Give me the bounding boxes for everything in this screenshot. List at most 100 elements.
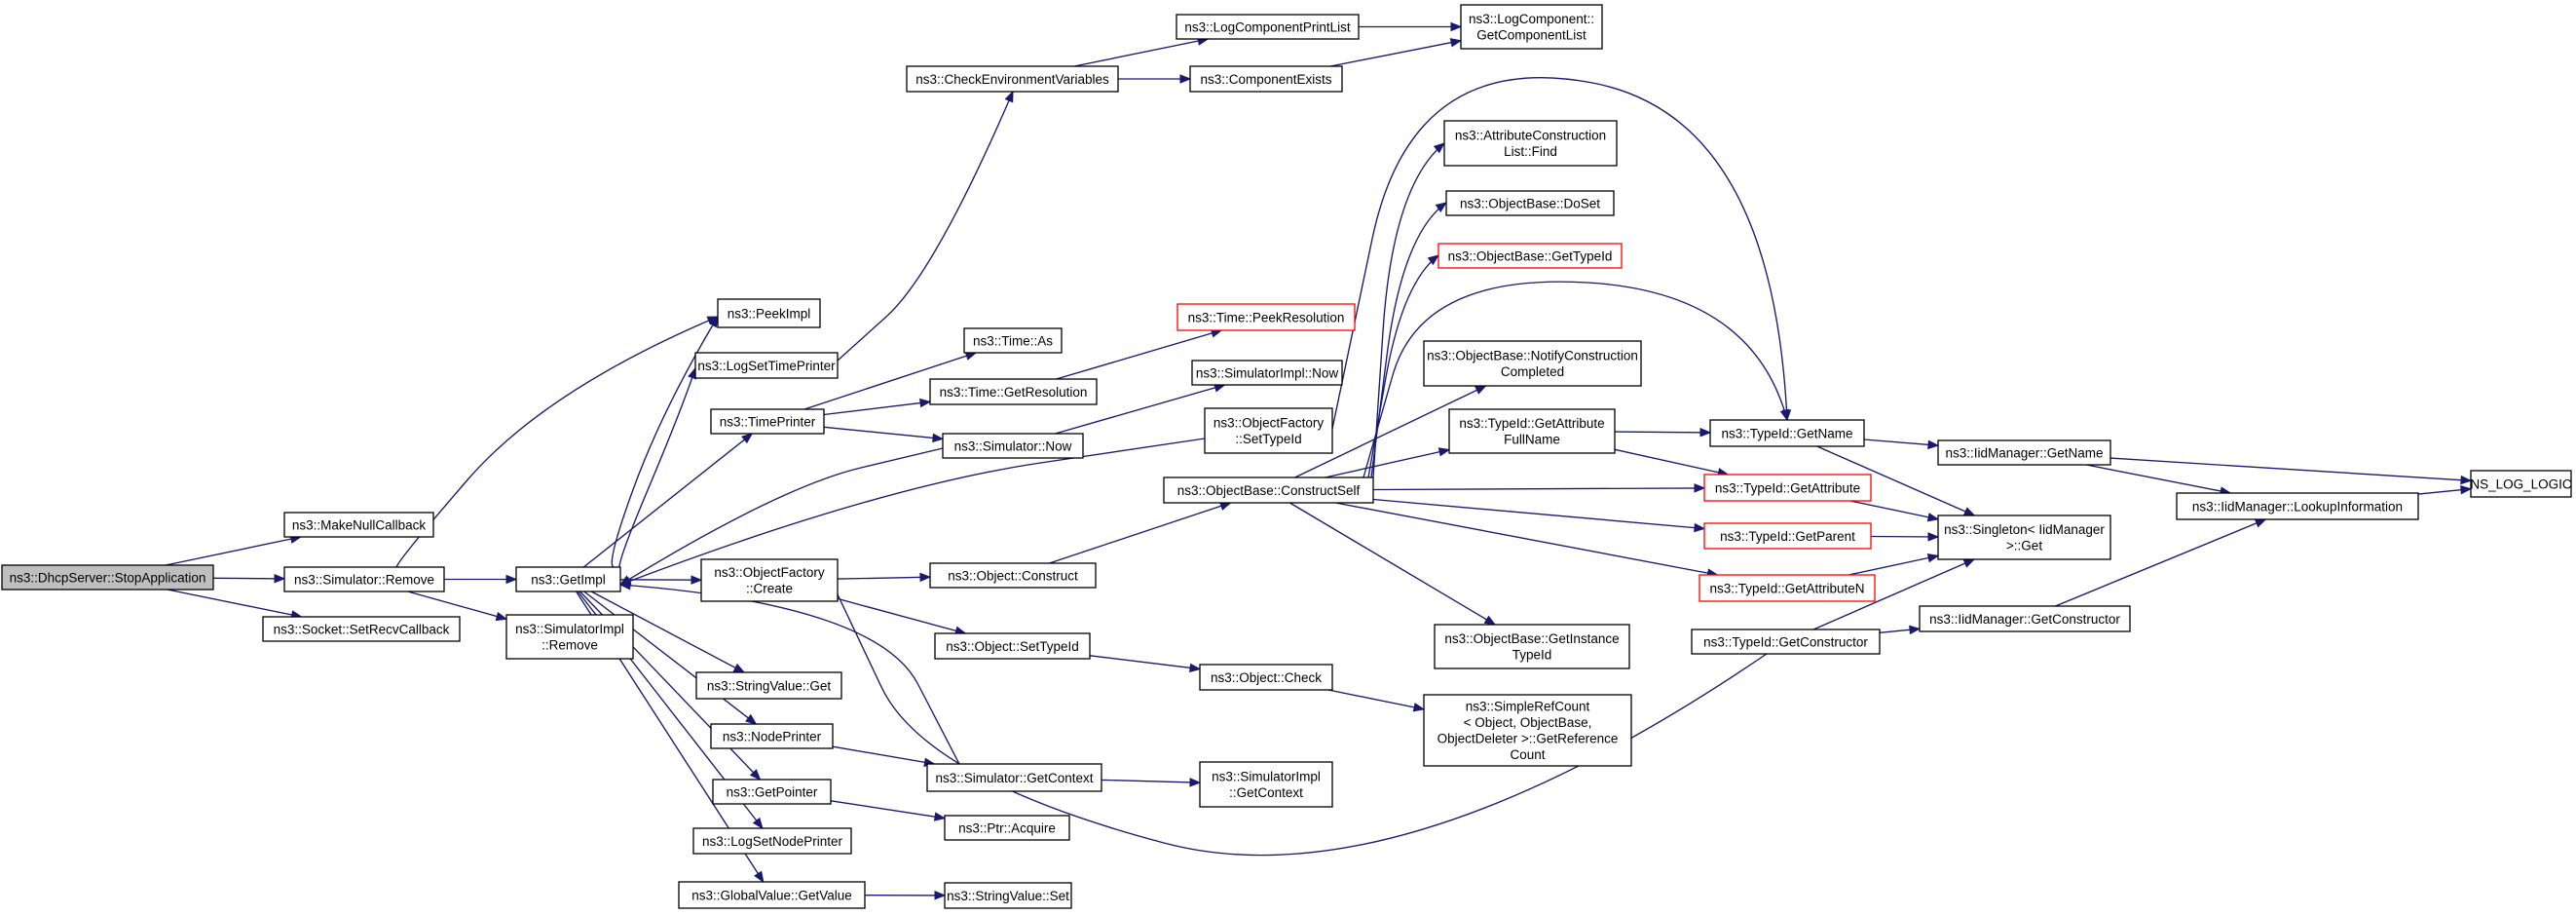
node-obj-base-doset[interactable]: ns3::ObjectBase::DoSet [1445, 190, 1615, 216]
node-label: GetComponentList [1476, 28, 1587, 43]
node-object-construct[interactable]: ns3::Object::Construct [929, 562, 1097, 589]
node-obj-base-notify[interactable]: ns3::ObjectBase::NotifyConstructionCompl… [1423, 340, 1642, 387]
arrowhead-time_get_res [919, 398, 932, 408]
node-ns-log-logic[interactable]: NS_LOG_LOGIC [2470, 470, 2572, 498]
arrowhead-sim_remove [274, 574, 286, 584]
edge-typeid_get_name-to-singleton_get [1816, 445, 1975, 516]
node-sim-remove[interactable]: ns3::Simulator::Remove [283, 566, 445, 592]
node-global-value-get[interactable]: ns3::GlobalValue::GetValue [678, 881, 866, 909]
node-simimpl-get-context[interactable]: ns3::SimulatorImpl::GetContext [1199, 761, 1333, 808]
node-peek-impl[interactable]: ns3::PeekImpl [717, 298, 821, 328]
node-obj-base-construct-self[interactable]: ns3::ObjectBase::ConstructSelf [1163, 477, 1374, 504]
arrowhead-get_impl [505, 574, 518, 585]
node-label: ns3::MakeNullCallback [292, 517, 427, 532]
node-check-env[interactable]: ns3::CheckEnvironmentVariables [906, 65, 1119, 93]
node-iid-get-constructor[interactable]: ns3::IidManager::GetConstructor [1919, 605, 2131, 632]
node-object-check[interactable]: ns3::Object::Check [1199, 664, 1333, 691]
arrowhead-iid_get_constructor [1909, 625, 1922, 635]
node-make-null-cb[interactable]: ns3::MakeNullCallback [283, 512, 434, 538]
node-box [1937, 515, 2111, 560]
node-sim-now[interactable]: ns3::Simulator::Now [942, 433, 1084, 459]
arrowhead-obj_base_gettypeid [1427, 254, 1440, 266]
node-time-get-res[interactable]: ns3::Time::GetResolution [929, 378, 1098, 405]
arrowhead-log_comp_list [1449, 38, 1463, 48]
node-log-comp-list[interactable]: ns3::LogComponent::GetComponentList [1460, 4, 1603, 50]
node-log-set-time[interactable]: ns3::LogSetTimePrinter [694, 352, 839, 379]
node-simimpl-now[interactable]: ns3::SimulatorImpl::Now [1191, 360, 1343, 386]
edge-obj_factory_create-to-typeid_get_constructor [837, 593, 1783, 857]
node-string-value-set[interactable]: ns3::StringValue::Set [944, 882, 1072, 909]
node-obj-factory-create[interactable]: ns3::ObjectFactory::Create [700, 558, 839, 602]
node-sim-get-context[interactable]: ns3::Simulator::GetContext [926, 763, 1102, 792]
node-box [1423, 694, 1632, 767]
node-comp-exists[interactable]: ns3::ComponentExists [1189, 65, 1343, 93]
node-label: List::Find [1504, 144, 1557, 159]
node-get-impl[interactable]: ns3::GetImpl [515, 566, 621, 592]
node-label: >::Get [2006, 539, 2042, 553]
node-box [712, 779, 832, 805]
edge-obj_factory_create-to-object_construct [837, 576, 931, 580]
edge-log_set_time-to-check_env [837, 91, 1014, 362]
edge-obj_base_construct_self-to-obj_base_doset [1370, 202, 1447, 478]
node-stop-app[interactable]: ns3::DhcpServer::StopApplication [1, 564, 214, 591]
node-box [700, 558, 839, 602]
node-label: ns3::DhcpServer::StopApplication [10, 570, 206, 585]
node-log-comp-print[interactable]: ns3::LogComponentPrintList [1176, 14, 1360, 40]
node-simimpl-remove[interactable]: ns3::SimulatorImpl::Remove [505, 614, 634, 660]
node-simple-ref-count[interactable]: ns3::SimpleRefCount< Object, ObjectBase,… [1423, 694, 1632, 767]
node-box [505, 614, 634, 660]
node-ptr-acquire[interactable]: ns3::Ptr::Acquire [944, 815, 1070, 841]
node-box [262, 616, 461, 642]
arrowhead-object_check [1189, 663, 1202, 673]
node-time-as[interactable]: ns3::Time::As [963, 327, 1063, 354]
node-box [1448, 408, 1616, 454]
edge-obj_base_construct_self-to-obj_base_get_instance [1289, 502, 1496, 626]
node-box [283, 512, 434, 538]
node-label: ns3::Simulator::Now [954, 438, 1072, 453]
edge-obj_base_construct_self-to-typeid_get_name [1363, 281, 1788, 478]
node-box [929, 562, 1097, 589]
node-box [1204, 407, 1333, 454]
node-object-set-typeid[interactable]: ns3::Object::SetTypeId [934, 632, 1091, 660]
node-typeid-get-name[interactable]: ns3::TypeId::GetName [1709, 419, 1865, 447]
arrowhead-obj_factory_create [691, 575, 703, 585]
node-label: ns3::Time::As [973, 333, 1053, 348]
arrowhead-obj_base_doset [1435, 202, 1448, 212]
node-typeid-get-parent[interactable]: ns3::TypeId::GetParent [1703, 522, 1872, 550]
node-typeid-get-constructor[interactable]: ns3::TypeId::GetConstructor [1691, 629, 1881, 655]
node-time-peek-res[interactable]: ns3::Time::PeekResolution [1176, 303, 1356, 331]
edge-sim_now-to-get_impl [619, 447, 944, 586]
edge-time_get_res-to-time_peek_res [1056, 329, 1222, 380]
node-get-pointer[interactable]: ns3::GetPointer [712, 779, 832, 805]
node-box [283, 566, 445, 592]
node-obj-factory-settypeid[interactable]: ns3::ObjectFactory::SetTypeId [1204, 407, 1333, 454]
node-label: ns3::SimpleRefCount [1466, 700, 1590, 714]
node-string-value-get[interactable]: ns3::StringValue::Get [695, 671, 842, 700]
node-label: ns3::TimePrinter [720, 414, 816, 429]
node-box [1703, 522, 1872, 550]
node-label: ns3::ObjectBase::GetInstance [1444, 631, 1619, 646]
edge-get_impl-to-log_set_time [618, 367, 696, 571]
edge-typeid_get_attr-to-singleton_get [1849, 500, 1939, 520]
node-sock-setrecv[interactable]: ns3::Socket::SetRecvCallback [262, 616, 461, 642]
node-box [1199, 664, 1333, 691]
node-time-printer[interactable]: ns3::TimePrinter [710, 408, 825, 435]
node-singleton-get[interactable]: ns3::Singleton< IidManager>::Get [1937, 515, 2111, 560]
edge-sim_get_context-to-simimpl_get_context [1101, 779, 1201, 783]
node-box [926, 763, 1102, 792]
node-iid-lookup[interactable]: ns3::IidManager::LookupInformation [2176, 492, 2419, 520]
node-typeid-get-attr[interactable]: ns3::TypeId::GetAttribute [1703, 474, 1872, 502]
node-label: Completed [1501, 364, 1564, 379]
node-label: ns3::Socket::SetRecvCallback [274, 622, 450, 636]
node-obj-base-gettypeid[interactable]: ns3::ObjectBase::GetTypeId [1437, 243, 1623, 269]
node-log-set-node[interactable]: ns3::LogSetNodePrinter [692, 827, 852, 855]
node-iid-get-name[interactable]: ns3::IidManager::GetName [1937, 439, 2111, 466]
node-label: ns3::SimulatorImpl [1212, 770, 1321, 784]
node-node-printer[interactable]: ns3::NodePrinter [710, 723, 834, 749]
node-typeid-get-attr-n[interactable]: ns3::TypeId::GetAttributeN [1699, 574, 1876, 602]
node-label: ::Create [746, 582, 793, 596]
call-nodes: ns3::DhcpServer::StopApplication ns3::Mak… [1, 4, 2572, 909]
